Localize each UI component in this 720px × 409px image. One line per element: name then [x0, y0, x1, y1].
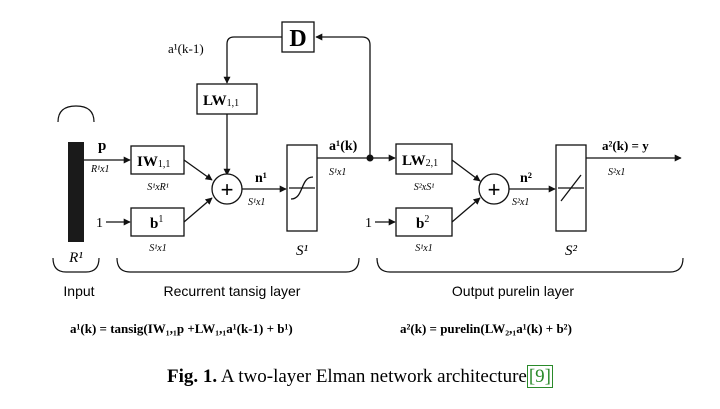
- input-dim: R¹x1: [90, 164, 110, 175]
- bias1-one: 1: [96, 216, 103, 231]
- a1-junction-dot: [366, 154, 374, 162]
- layer2-equation: a²(k) = purelin(LW₂,₁a¹(k) + b²): [400, 321, 572, 336]
- bias2-one: 1: [365, 216, 372, 231]
- input-vector-bar: [68, 142, 84, 242]
- iw11-dim: S¹xR¹: [147, 182, 169, 193]
- n1-label: n¹: [255, 171, 267, 186]
- lw21-block: [395, 143, 453, 175]
- tansig-size-label: S¹: [296, 243, 309, 259]
- caption-reference-link[interactable]: [9]: [526, 365, 553, 388]
- bias2-block: [395, 207, 453, 237]
- layer1-label: Recurrent tansig layer: [164, 283, 301, 299]
- a1-label: a¹(k): [329, 139, 358, 154]
- layer1-brace: [116, 257, 360, 273]
- feedback-wire-from-delay: [223, 36, 282, 84]
- input-bar-label: R¹: [68, 250, 83, 266]
- caption-text: A two-layer Elman network architecture: [217, 366, 527, 387]
- iw11-label: IW1,1: [137, 154, 170, 170]
- n2-dim: S²x1: [512, 197, 529, 208]
- layer2-label: Output purelin layer: [452, 283, 575, 299]
- figure-caption: Fig. 1. A two-layer Elman network archit…: [0, 365, 720, 388]
- input-top-brace: [57, 105, 95, 123]
- lw21-to-sum2-wire: [451, 159, 481, 182]
- lw21-dim: S²xS¹: [414, 182, 434, 193]
- a2-label: a²(k) = y: [602, 138, 649, 153]
- sum2-symbol: +: [488, 177, 501, 202]
- bias2-label: b2: [416, 214, 429, 232]
- tansig-curve-icon: [290, 176, 314, 200]
- n1-dim: S¹x1: [248, 197, 265, 208]
- bias1-dim: S¹x1: [149, 243, 166, 254]
- input-group-label: Input: [63, 283, 94, 299]
- bias1-label: b1: [150, 214, 163, 232]
- lw21-label: LW2,1: [402, 153, 438, 169]
- a2-dim: S²x1: [608, 167, 625, 178]
- bias2-dim: S¹x1: [415, 243, 432, 254]
- delay-label: D: [289, 26, 306, 52]
- bias2-to-sum2-wire: [451, 197, 481, 223]
- lw11-label: LW1,1: [203, 93, 239, 109]
- layer2-brace: [376, 257, 684, 273]
- purelin-line-icon: [560, 174, 582, 202]
- feedback-label: a¹(k-1): [168, 41, 204, 56]
- purelin-size-label: S²: [565, 243, 578, 259]
- sum1-symbol: +: [221, 177, 234, 202]
- input-bottom-brace: [52, 257, 100, 273]
- bias1-to-sum-wire: [183, 197, 213, 223]
- feedback-wire-to-delay: [315, 33, 371, 158]
- lw11-block: [196, 83, 258, 115]
- iw11-to-sum-wire: [183, 159, 213, 181]
- caption-fig-number: Fig. 1.: [167, 366, 218, 387]
- a1-dim: S¹x1: [329, 167, 346, 178]
- layer1-equation: a¹(k) = tansig(IW₁,₁p +LW₁,₁a¹(k-1) + b¹…: [70, 321, 293, 336]
- input-symbol: p: [98, 138, 106, 154]
- n2-label: n²: [520, 171, 532, 186]
- iw11-block: [130, 145, 185, 175]
